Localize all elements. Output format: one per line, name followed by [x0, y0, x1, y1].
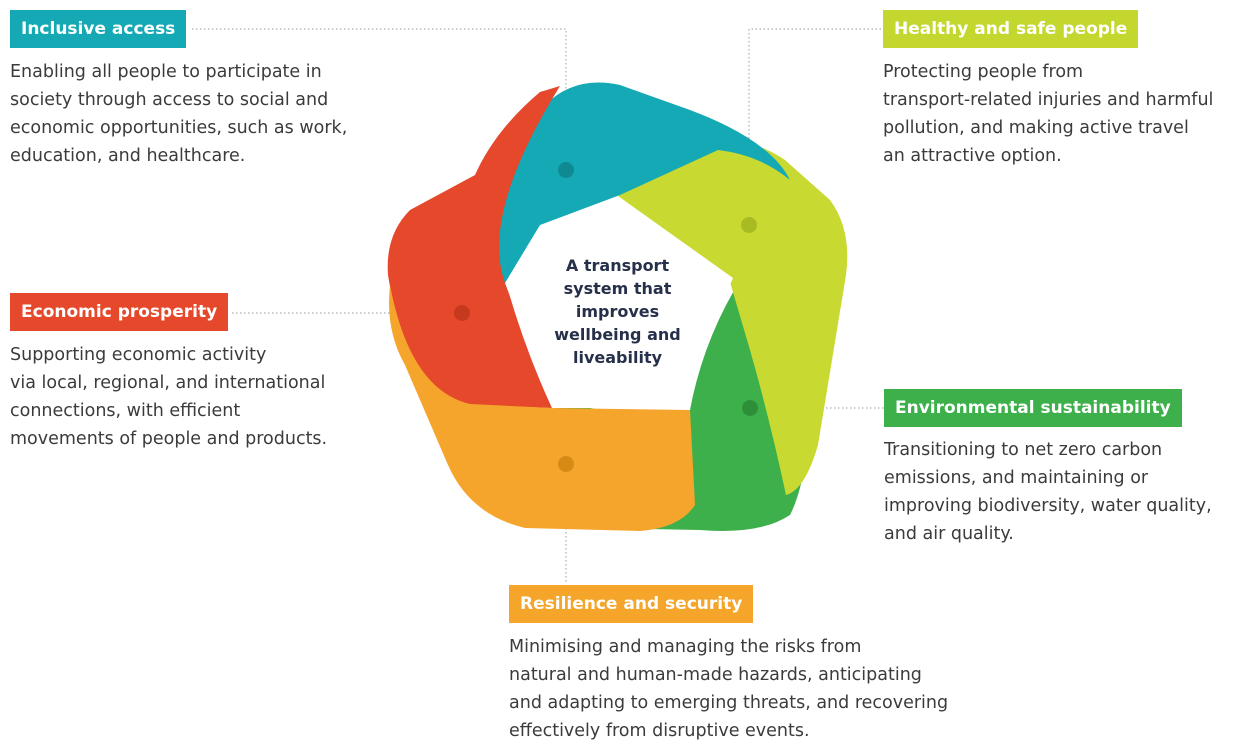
center-line: system that [563, 279, 672, 298]
resilience-security-description: Minimising and managing the risks from n… [509, 633, 948, 742]
healthy-safe-people-tag: Healthy and safe people [883, 10, 1139, 48]
resilience-security-tag: Resilience and security [509, 585, 754, 623]
segment-economic [387, 86, 560, 408]
description-line: Supporting economic activity [10, 345, 267, 365]
healthy-safe-people-description: Protecting people from transport-related… [883, 58, 1213, 170]
center-label: A transport system that improves wellbei… [535, 254, 700, 369]
center-pentagon [506, 196, 733, 408]
marker-economic [454, 305, 470, 321]
description-line: improving biodiversity, water quality, [884, 496, 1212, 516]
marker-healthy [741, 217, 757, 233]
environmental-sustainability-description: Transitioning to net zero carbon emissio… [884, 436, 1212, 548]
description-line: society through access to social and [10, 90, 329, 110]
description-line: emissions, and maintaining or [884, 468, 1149, 488]
connector-healthy [748, 28, 881, 225]
description-line: economic opportunities, such as work, [10, 118, 348, 138]
description-line: effectively from disruptive events. [509, 721, 810, 741]
description-line: pollution, and making active travel [883, 118, 1189, 138]
economic-prosperity-tag: Economic prosperity [10, 293, 229, 331]
description-line: an attractive option. [883, 146, 1062, 166]
marker-resilience [558, 456, 574, 472]
description-line: natural and human-made hazards, anticipa… [509, 665, 922, 685]
center-line: wellbeing and [554, 325, 681, 344]
description-line: Transitioning to net zero carbon [884, 440, 1163, 460]
center-line: improves [575, 302, 660, 321]
description-line: via local, regional, and international [10, 373, 326, 393]
description-line: connections, with efficient [10, 401, 241, 421]
description-line: transport-related injuries and harmful [883, 90, 1214, 110]
center-line: A transport [565, 256, 670, 275]
description-line: Protecting people from [883, 62, 1084, 82]
environmental-sustainability-tag: Environmental sustainability [884, 389, 1182, 427]
description-line: and adapting to emerging threats, and re… [509, 693, 949, 713]
description-line: movements of people and products. [10, 429, 328, 449]
segment-healthy [618, 141, 848, 495]
marker-environmental [742, 400, 758, 416]
description-line: Minimising and managing the risks from [509, 637, 862, 657]
description-line: Enabling all people to participate in [10, 62, 322, 82]
inclusive-access-tag: Inclusive access [10, 10, 187, 48]
economic-prosperity-description: Supporting economic activity via local, … [10, 341, 327, 453]
description-line: and air quality. [884, 524, 1014, 544]
center-line: liveability [572, 348, 663, 367]
segment-inclusive [485, 82, 790, 283]
inclusive-access-description: Enabling all people to participate in so… [10, 58, 347, 170]
description-line: education, and healthcare. [10, 146, 246, 166]
segment-resilience [389, 285, 695, 531]
marker-inclusive [558, 162, 574, 178]
